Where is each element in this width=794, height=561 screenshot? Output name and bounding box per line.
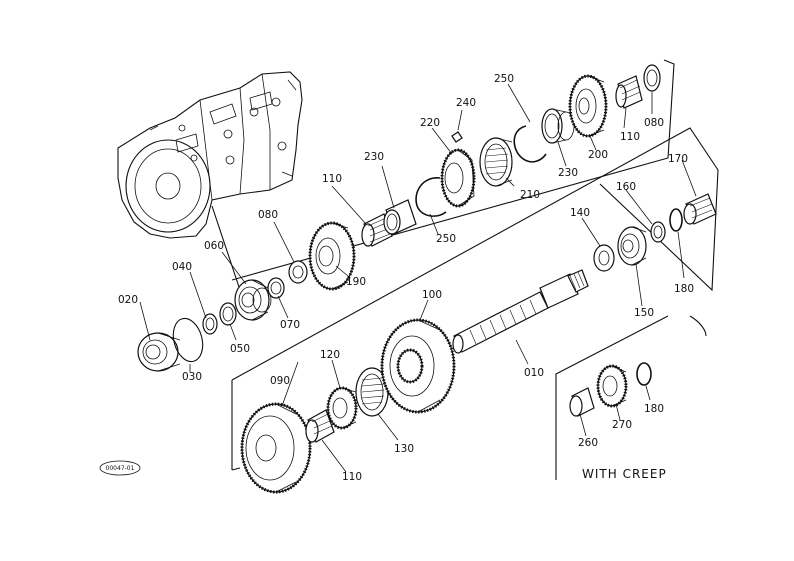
bearing-020: [137, 332, 181, 372]
bearing-060: [234, 279, 272, 321]
bearing-150: [617, 226, 647, 266]
key-240: [451, 131, 463, 143]
part-labels: 020 030 040 050 060 070 080 190 110 230 …: [118, 73, 694, 483]
label-200: 200: [588, 149, 608, 161]
label-010: 010: [524, 367, 544, 379]
label-220: 220: [420, 117, 440, 129]
gear-190: [308, 221, 356, 291]
label-210: 210: [520, 189, 540, 201]
label-260: 260: [578, 437, 598, 449]
creep-bracket: [555, 315, 707, 480]
label-020: 020: [118, 294, 138, 306]
ring-160: [650, 221, 666, 243]
main-shaft-010: [452, 269, 589, 354]
needle-bearing-110-lower: [305, 409, 335, 443]
gear-270: [596, 364, 628, 408]
label-190: 190: [346, 276, 366, 288]
label-180-creep: 180: [644, 403, 664, 415]
label-250-lower: 250: [436, 233, 456, 245]
washer-040: [202, 313, 218, 335]
reference-stamp: 00047-01: [99, 460, 141, 476]
label-230-upper: 230: [558, 167, 578, 179]
leader-lines: [139, 83, 697, 473]
label-050: 050: [230, 343, 250, 355]
label-240: 240: [456, 97, 476, 109]
label-090: 090: [270, 375, 290, 387]
gear-200: [568, 74, 608, 138]
ring-080: [288, 260, 308, 284]
label-040: 040: [172, 261, 192, 273]
label-150: 150: [634, 307, 654, 319]
label-230-lower: 230: [364, 151, 384, 163]
label-250-upper: 250: [494, 73, 514, 85]
with-creep-caption: WITH CREEP: [582, 467, 667, 481]
gear-120: [326, 386, 358, 430]
label-080-upper: 080: [644, 117, 664, 129]
washer-140: [593, 244, 615, 272]
label-100: 100: [422, 289, 442, 301]
label-130: 130: [394, 443, 414, 455]
label-030: 030: [182, 371, 202, 383]
label-140: 140: [570, 207, 590, 219]
label-080: 080: [258, 209, 278, 221]
circlip-180-creep: [636, 362, 652, 386]
transmission-housing: [117, 71, 303, 291]
circlip-250-upper: [513, 125, 547, 163]
ring-080-upper: [643, 64, 661, 92]
needle-bearing-110-upper: [615, 75, 643, 109]
spacer-230-upper: [541, 108, 575, 144]
label-110-top: 110: [620, 131, 640, 143]
needle-bearing-170: [683, 193, 717, 225]
label-120: 120: [320, 349, 340, 361]
label-110-lower: 110: [342, 471, 362, 483]
synchro-hub-220: [440, 148, 476, 208]
label-170: 170: [668, 153, 688, 165]
ring-050: [219, 302, 237, 326]
upper-assembly-bracket: [231, 59, 675, 281]
circlip-250-lower: [415, 177, 447, 217]
label-070: 070: [280, 319, 300, 331]
reference-code: 00047-01: [106, 465, 135, 472]
ring-070: [267, 277, 285, 299]
spacer-230: [383, 199, 417, 235]
label-060: 060: [204, 240, 224, 252]
circlip-180: [669, 208, 683, 232]
label-110-upper-row: 110: [322, 173, 342, 185]
gear-090: [240, 402, 312, 494]
label-180: 180: [674, 283, 694, 295]
bearing-260: [569, 387, 595, 417]
label-160: 160: [616, 181, 636, 193]
label-270: 270: [612, 419, 632, 431]
snap-ring-030: [172, 317, 204, 363]
lower-assembly-bracket: [231, 127, 719, 470]
gear-100: [380, 318, 456, 414]
